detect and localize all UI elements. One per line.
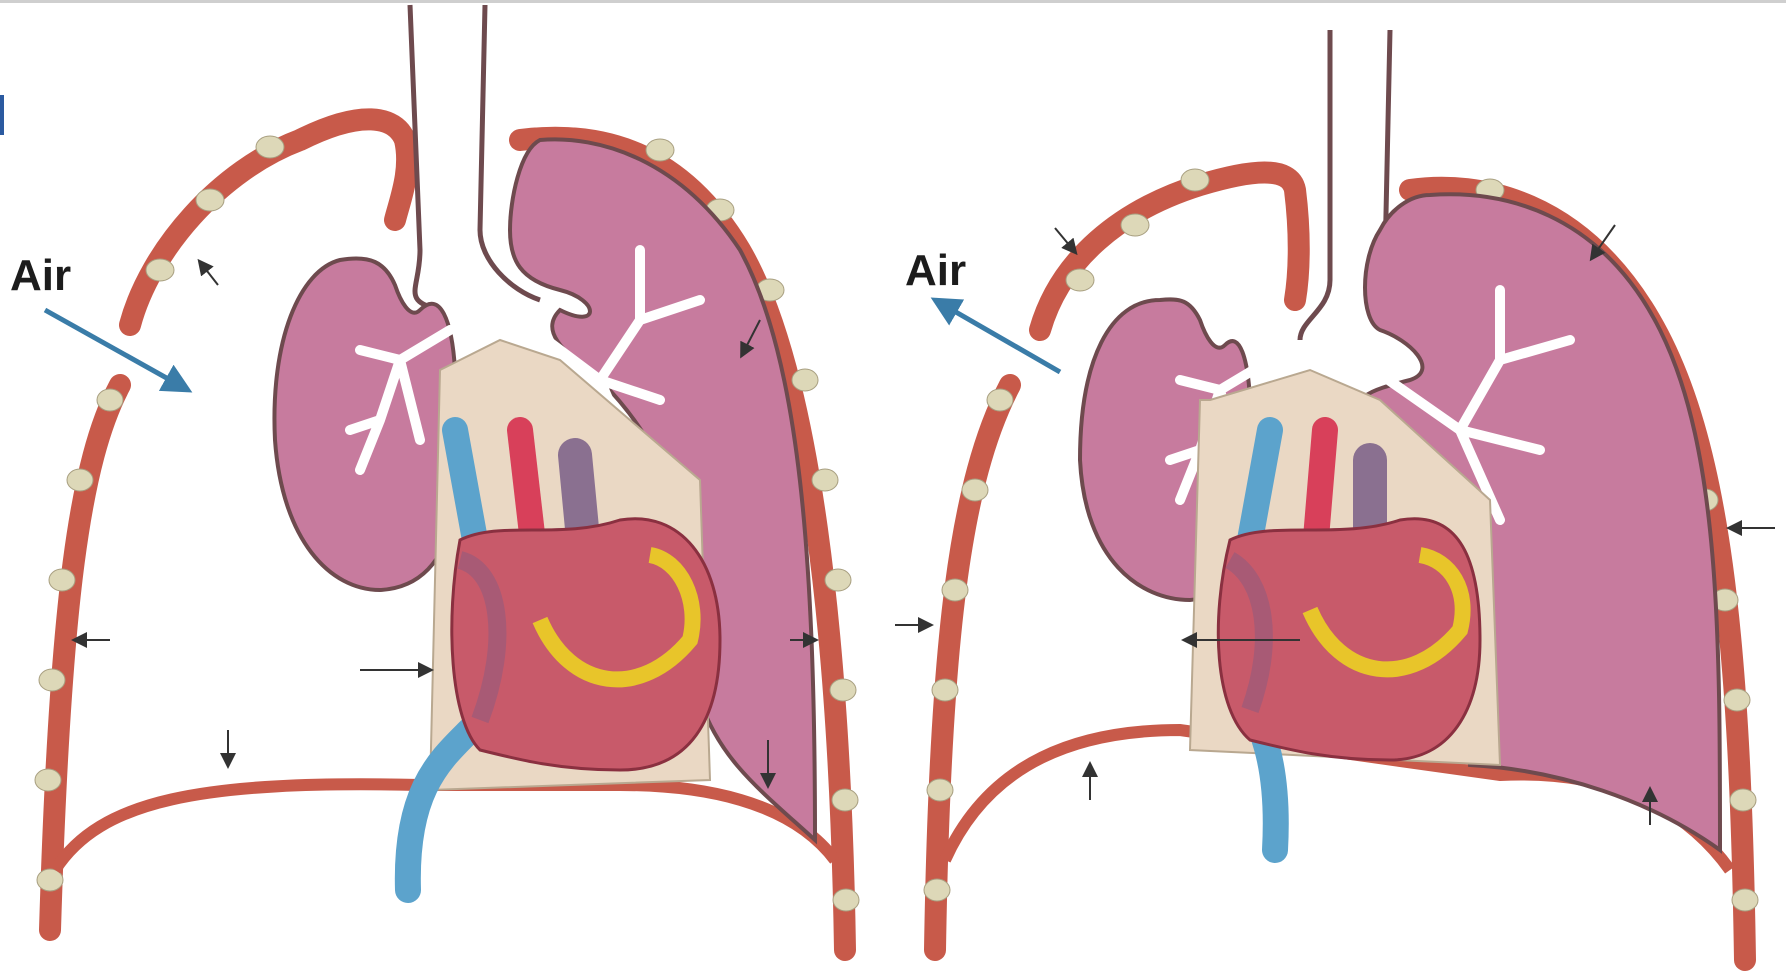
air-label-inspiration: Air bbox=[10, 251, 71, 300]
air-label-expiration: Air bbox=[905, 246, 966, 295]
panel-expiration: Air bbox=[895, 30, 1775, 960]
heart-left-panel bbox=[452, 519, 720, 770]
diaphragm-left-panel bbox=[55, 784, 835, 870]
panel-inspiration: Air bbox=[10, 5, 859, 950]
inferior-vena-cava bbox=[408, 730, 470, 890]
